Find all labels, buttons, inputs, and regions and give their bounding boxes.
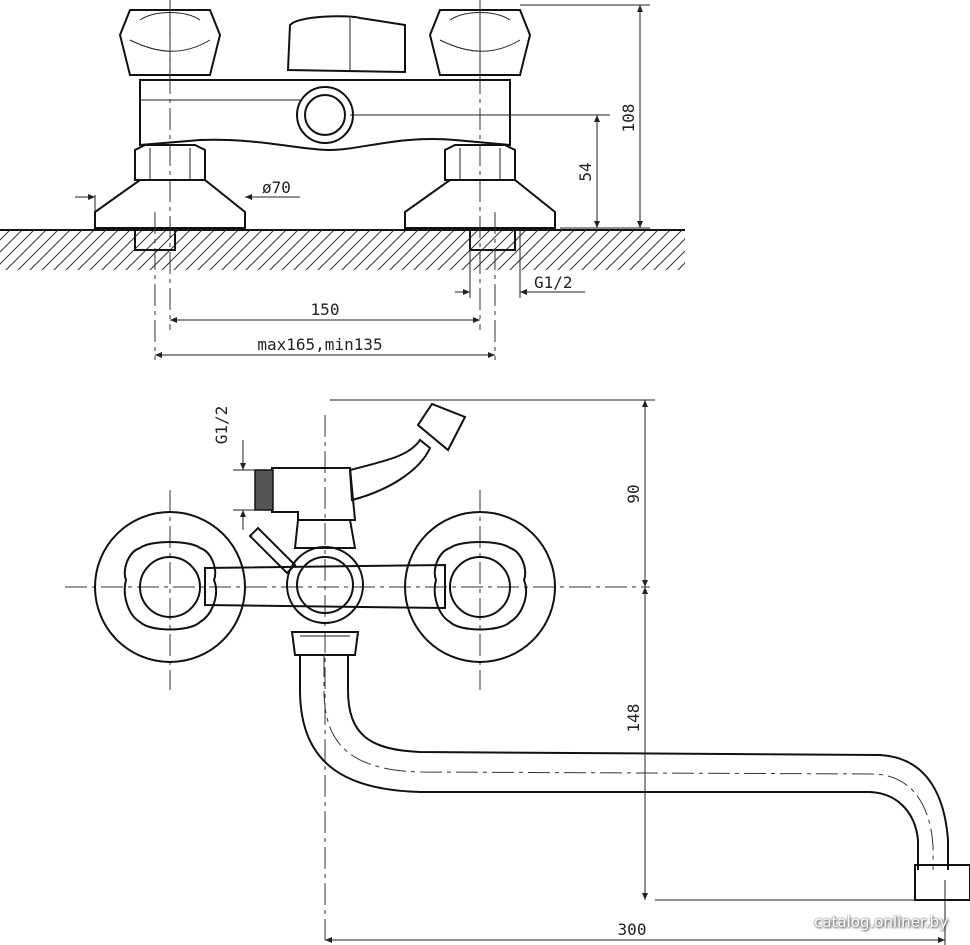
front-view: G1/2 90 148 300 [65,399,970,945]
left-handle [118,9,222,76]
top-lever-handle [348,438,432,502]
left-valve-handle [123,541,218,631]
watermark: catalog.onliner.by [814,913,948,931]
right-handle [428,9,532,76]
right-rosette [404,511,556,663]
spout-nut [290,631,360,656]
center-diverter [286,546,364,624]
dim-center-distance-label: 150 [311,300,340,319]
spout-tip [914,864,970,901]
dim-height-inlet-label: 54 [576,162,595,181]
mixer-body [139,79,511,152]
top-lever-tip [416,402,467,452]
threaded-inlet [254,469,274,511]
dim-thread-front-label: G1/2 [212,406,231,445]
wall-hatch [0,230,685,270]
left-nut [134,144,206,181]
body-arms [204,563,446,610]
dim-thread-top-label: G1/2 [534,273,573,292]
spout [299,655,919,870]
dim-spout-length-label: 300 [618,920,647,939]
right-valve-handle [433,541,528,631]
dim-flange-diameter-label: ø70 [262,178,291,197]
dim-spout-drop-label: 148 [624,704,643,733]
top-lever-body [271,467,357,521]
dim-center-range-label: max165,min135 [257,335,382,354]
diverter-lever [286,15,406,74]
dim-lever-height-label: 90 [624,484,643,503]
left-rosette [94,511,246,663]
side-lever [248,526,297,575]
top-view: 108 54 ø70 G1/2 150 max165,min135 [0,0,685,360]
dim-height-total-label: 108 [619,104,638,133]
